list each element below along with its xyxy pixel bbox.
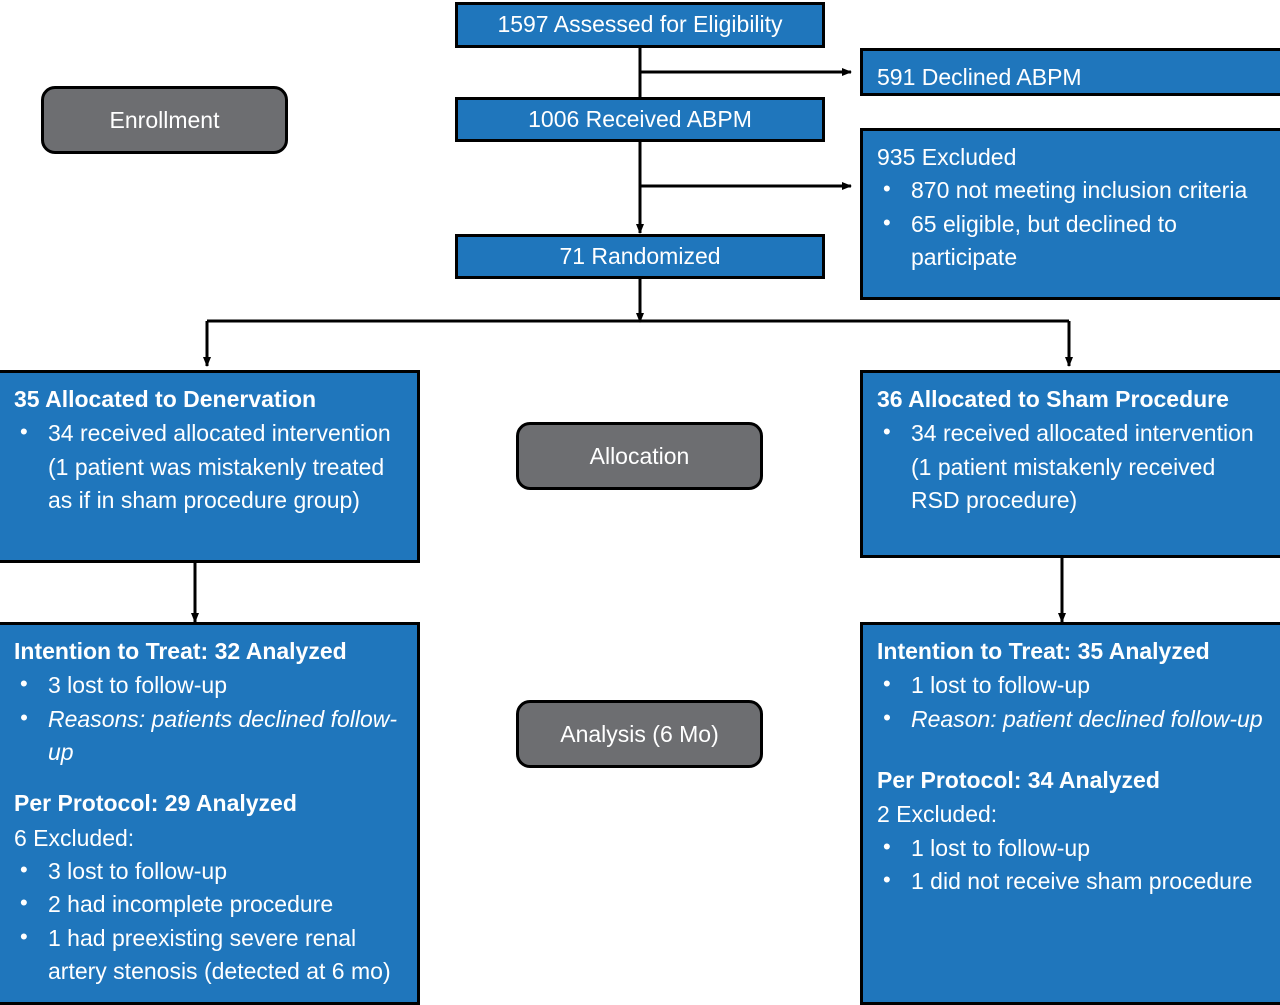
node-analysis-sham-pp-header: Per Protocol: 34 Analyzed — [877, 767, 1160, 794]
list-item: 1 had preexisting severe renal artery st… — [14, 921, 405, 989]
list-item: 2 had incomplete procedure — [14, 887, 405, 921]
stage-label-allocation-text: Allocation — [589, 442, 690, 469]
node-allocated-sham-list: 34 received allocated intervention (1 pa… — [877, 416, 1268, 517]
node-analysis-denervation-pp-header: Per Protocol: 29 Analyzed — [14, 790, 297, 817]
list-item: 34 received allocated intervention (1 pa… — [877, 416, 1268, 517]
node-excluded-list: 870 not meeting inclusion criteria 65 el… — [877, 173, 1268, 275]
node-declined-abpm-text: 591 Declined ABPM — [877, 64, 1082, 90]
node-excluded-header: 935 Excluded — [877, 144, 1017, 170]
list-item: 1 lost to follow-up — [877, 831, 1268, 865]
list-item: 1 did not receive sham procedure — [877, 864, 1268, 898]
stage-label-analysis: Analysis (6 Mo) — [516, 700, 763, 768]
stage-label-allocation: Allocation — [516, 422, 763, 490]
spacer — [877, 736, 1268, 754]
node-analysis-sham-pp-list: 1 lost to follow-up 1 did not receive sh… — [877, 831, 1268, 899]
node-analysis-sham-pp-subheader: 2 Excluded: — [877, 801, 998, 828]
node-analysis-sham-itt-header: Intention to Treat: 35 Analyzed — [877, 638, 1210, 664]
node-randomized: 71 Randomized — [455, 234, 825, 279]
node-received-abpm-text: 1006 Received ABPM — [528, 105, 752, 132]
node-assessed-for-eligibility: 1597 Assessed for Eligibility — [455, 2, 825, 48]
list-item: Reasons: patients declined follow-up — [14, 702, 405, 770]
list-item: Reason: patient declined follow-up — [877, 702, 1268, 736]
node-analysis-sham-itt-list: 1 lost to follow-up Reason: patient decl… — [877, 668, 1268, 736]
stage-label-enrollment-text: Enrollment — [109, 106, 220, 133]
stage-label-enrollment: Enrollment — [41, 86, 288, 154]
node-analysis-denervation: Intention to Treat: 32 Analyzed 3 lost t… — [0, 622, 420, 1005]
node-assessed-for-eligibility-text: 1597 Assessed for Eligibility — [497, 11, 783, 38]
list-item: 34 received allocated intervention (1 pa… — [14, 416, 405, 517]
spacer — [14, 769, 405, 787]
node-randomized-text: 71 Randomized — [559, 242, 721, 269]
list-item: 3 lost to follow-up — [14, 668, 405, 702]
node-analysis-denervation-pp-subheader: 6 Excluded: — [14, 824, 135, 851]
spacer — [877, 754, 1268, 764]
node-received-abpm: 1006 Received ABPM — [455, 97, 825, 142]
list-item: 3 lost to follow-up — [14, 854, 405, 888]
node-analysis-denervation-pp-list: 3 lost to follow-up 2 had incomplete pro… — [14, 854, 405, 989]
list-item: 870 not meeting inclusion criteria — [877, 173, 1268, 207]
node-allocated-denervation: 35 Allocated to Denervation 34 received … — [0, 370, 420, 563]
list-item: 65 eligible, but declined to participate — [877, 207, 1268, 275]
node-allocated-sham: 36 Allocated to Sham Procedure 34 receiv… — [860, 370, 1280, 558]
node-analysis-sham: Intention to Treat: 35 Analyzed 1 lost t… — [860, 622, 1280, 1005]
node-excluded: 935 Excluded 870 not meeting inclusion c… — [860, 128, 1280, 300]
node-declined-abpm: 591 Declined ABPM — [860, 48, 1280, 96]
node-allocated-denervation-header: 35 Allocated to Denervation — [14, 386, 317, 412]
node-allocated-sham-header: 36 Allocated to Sham Procedure — [877, 386, 1229, 412]
node-analysis-denervation-itt-header: Intention to Treat: 32 Analyzed — [14, 638, 347, 664]
list-item: 1 lost to follow-up — [877, 668, 1268, 702]
node-analysis-denervation-itt-list: 3 lost to follow-up Reasons: patients de… — [14, 668, 405, 770]
stage-label-analysis-text: Analysis (6 Mo) — [560, 720, 719, 747]
node-allocated-denervation-list: 34 received allocated intervention (1 pa… — [14, 416, 405, 517]
